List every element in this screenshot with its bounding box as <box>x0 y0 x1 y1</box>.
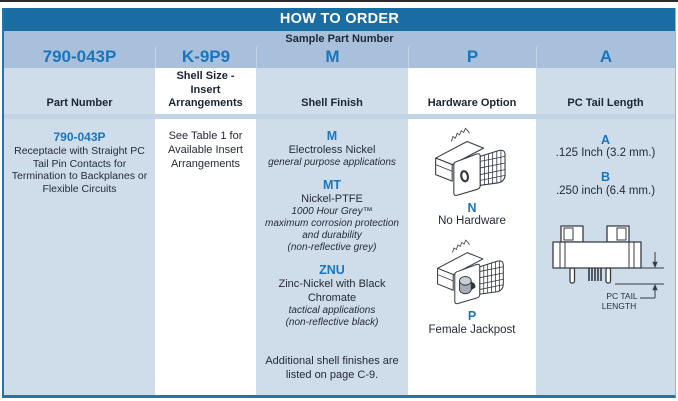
shell-size-header-line-2: Insert <box>190 83 221 96</box>
finish-note-mt-1: 1000 Hour Grey™ <box>291 206 373 218</box>
part-number-code: 790-043P <box>53 130 106 144</box>
sample-component-tail-length: A <box>536 47 675 68</box>
order-table: HOW TO ORDER Sample Part Number 790-043P… <box>2 8 676 398</box>
sample-part-number-label: Sample Part Number <box>285 33 394 45</box>
table-body-row: 790-043P Receptacle with Straight PC Tai… <box>4 119 675 395</box>
cell-pc-tail-length: A .125 Inch (3.2 mm.) B .250 inch (6.4 m… <box>536 119 675 395</box>
column-header-shell-finish: Shell Finish <box>256 68 408 114</box>
sample-component-shell-finish: M <box>256 47 408 68</box>
column-header-hardware-option: Hardware Option <box>408 68 536 114</box>
finish-note-znu-2: (non-reflective black) <box>285 316 379 328</box>
sample-component-part-number: 790-043P <box>42 47 117 66</box>
column-header-pc-tail-length: PC Tail Length <box>536 68 675 114</box>
cell-hardware-option: N No Hardware <box>408 119 536 395</box>
finish-note-znu-1: tactical applications <box>288 304 376 316</box>
tail-option-a: A .125 Inch (3.2 mm.) <box>536 133 675 161</box>
finish-code-m: M <box>326 129 338 143</box>
cell-shell-size: See Table 1 for Available Insert Arrange… <box>155 119 256 395</box>
pc-tail-dim-label-line-1: PC TAIL <box>606 291 638 301</box>
sample-part-number-band: Sample Part Number 790-043P K-9P9 M P A <box>4 31 675 68</box>
sample-component-shell-size: K-9P9 <box>155 47 256 68</box>
finish-code-znu: ZNU <box>319 263 345 278</box>
hardware-label-p: Female Jackpost <box>428 323 516 336</box>
finish-option-m: M Electroless Nickel general purpose app… <box>256 129 408 169</box>
tail-code-b: B <box>600 170 611 185</box>
finish-name-mt: Nickel-PTFE <box>301 193 363 206</box>
shell-size-header-line-3: Arrangements <box>168 97 243 110</box>
part-number-description: Receptacle with Straight PC Tail Pin Con… <box>11 145 148 195</box>
finish-note-m-1: general purpose applications <box>268 157 396 169</box>
hardware-code-n: N <box>467 201 477 215</box>
shell-size-note: See Table 1 for Available Insert Arrange… <box>167 130 243 170</box>
finish-option-mt: MT Nickel-PTFE 1000 Hour Grey™ maximum c… <box>256 178 408 254</box>
header-body-divider <box>4 114 675 119</box>
connector-female-jackpost-icon <box>437 239 504 305</box>
finish-name-m: Electroless Nickel <box>288 144 376 156</box>
hardware-code-p: P <box>467 309 477 324</box>
column-header-shell-size: Shell Size - Insert Arrangements <box>155 68 256 114</box>
sample-component-row: 790-043P K-9P9 M P A <box>4 47 675 68</box>
tail-code-a: A <box>600 133 611 147</box>
finish-name-znu: Zinc-Nickel with Black Chromate <box>278 278 386 304</box>
connector-side-view-icon: PC TAIL LENGTH <box>552 225 664 310</box>
shell-finish-footnote: Additional shell finishes are listed on … <box>265 354 399 381</box>
cell-shell-finish: M Electroless Nickel general purpose app… <box>256 119 408 395</box>
finish-note-mt-2: maximum corrosion protection and durabil… <box>265 218 399 242</box>
cell-part-number: 790-043P Receptacle with Straight PC Tai… <box>4 119 155 395</box>
tail-label-b: .250 inch (6.4 mm.) <box>555 184 656 197</box>
column-header-row: Part Number Shell Size - Insert Arrangem… <box>4 68 675 114</box>
tail-option-b: B .250 inch (6.4 mm.) <box>536 170 675 198</box>
hardware-label-n: No Hardware <box>438 215 506 228</box>
sample-component-hardware: P <box>408 47 536 68</box>
connector-no-hardware-icon <box>435 127 506 196</box>
finish-option-znu: ZNU Zinc-Nickel with Black Chromate tact… <box>256 263 408 328</box>
finish-code-mt: MT <box>322 178 342 193</box>
tail-label-a: .125 Inch (3.2 mm.) <box>555 147 656 160</box>
finish-note-mt-3: (non-reflective grey) <box>287 242 377 254</box>
column-header-part-number: Part Number <box>4 68 155 114</box>
table-title: HOW TO ORDER <box>4 8 675 31</box>
shell-size-header-line-1: Shell Size - <box>176 69 235 82</box>
pc-tail-dim-label-line-2: LENGTH <box>602 301 636 310</box>
